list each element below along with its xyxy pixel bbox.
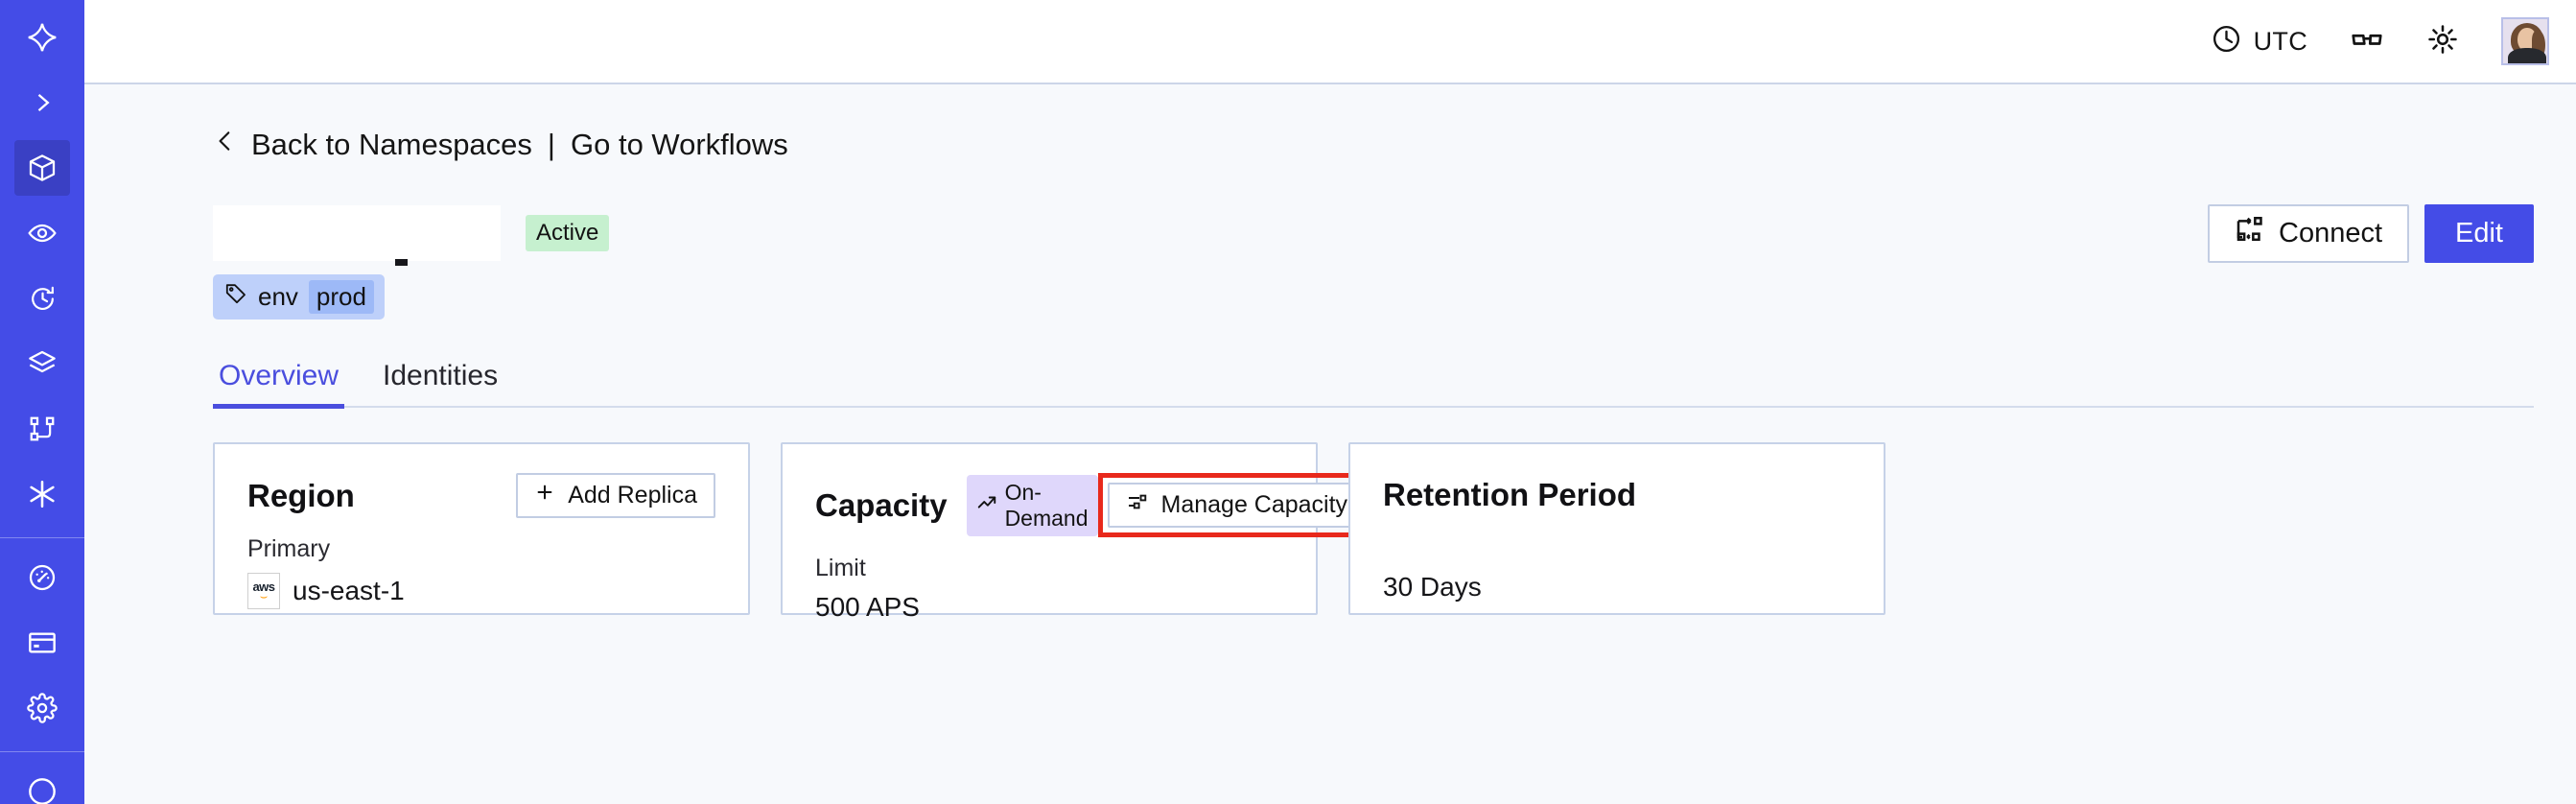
sidebar-item-billing[interactable] [14,615,70,671]
main-content: Back to Namespaces | Go to Workflows Act… [84,86,2576,804]
namespace-tags: env prod [213,274,2534,319]
tab-bar: Overview Identities [213,360,2534,409]
timezone-label: UTC [2253,26,2307,56]
capacity-mode-label: On-Demand [1004,479,1089,531]
cube-icon [27,153,58,183]
card-region: Region Add Replica Primary [213,442,750,615]
timezone-selector[interactable]: UTC [2211,23,2307,59]
sidebar-item-usage[interactable] [14,550,70,605]
overview-cards: Region Add Replica Primary [213,442,2534,622]
trending-up-icon [976,492,997,519]
credit-card-icon [27,627,58,658]
breadcrumb-back-link[interactable]: Back to Namespaces [251,128,532,161]
card-retention-value: 30 Days [1383,572,1482,602]
manage-capacity-button[interactable]: Manage Capacity [1107,483,1367,528]
card-capacity-title: Capacity [815,486,948,523]
sidebar-item-namespaces[interactable] [14,140,70,196]
sidebar-item-workers[interactable] [14,336,70,391]
capacity-mode-badge: On-Demand [966,474,1098,536]
reading-mode-button[interactable] [2350,22,2384,61]
card-region-label: Primary [247,535,331,562]
eye-icon [27,218,58,248]
connect-icon [2235,214,2265,252]
breadcrumb-separator: | [547,128,555,161]
git-branch-icon [28,414,57,443]
user-avatar[interactable] [2501,17,2549,65]
gauge-icon [27,562,58,593]
tag-chip-env[interactable]: env prod [213,274,385,319]
card-retention-spacer [1383,534,1851,562]
sidebar-item-schedules[interactable] [14,271,70,326]
sidebar-item-settings[interactable] [14,680,70,736]
edit-button[interactable]: Edit [2424,203,2534,263]
card-region-value: us-east-1 [293,576,405,605]
card-capacity-label: Limit [815,555,866,581]
plus-icon [534,482,555,509]
sidebar-item-workflows[interactable] [14,401,70,457]
add-replica-button[interactable]: Add Replica [516,473,715,518]
sidebar-item-nexus[interactable] [14,466,70,522]
card-region-header: Region Add Replica [247,473,715,518]
top-bar: UTC [84,0,2576,84]
sidebar-item-logo[interactable] [14,10,70,65]
card-region-action: Add Replica [516,473,715,518]
annotation-highlight-box: Manage Capacity [1097,473,1376,537]
header-actions: Connect Edit [2208,203,2534,263]
card-retention: Retention Period 30 Days [1348,442,1885,615]
manage-capacity-label: Manage Capacity [1160,491,1348,518]
card-capacity-action: Manage Capacity [1097,473,1376,537]
breadcrumb: Back to Namespaces | Go to Workflows [213,125,2534,165]
card-capacity-header: Capacity On-Demand [815,473,1376,537]
sun-icon [2426,23,2459,60]
theme-toggle-button[interactable] [2426,23,2459,60]
card-retention-title: Retention Period [1383,477,1637,512]
glasses-icon [2350,22,2384,61]
tag-icon [224,282,247,312]
clock-icon [2211,23,2242,59]
sidebar-item-help[interactable] [14,764,70,804]
card-region-title: Region [247,477,355,513]
history-clock-icon [28,284,58,314]
asterisk-icon [26,478,59,510]
status-badge: Active [526,215,610,251]
breadcrumb-workflows-link[interactable]: Go to Workflows [570,128,788,161]
tag-key: env [258,282,298,311]
aws-logo-text: aws [252,579,275,594]
layers-icon [27,348,58,379]
card-capacity: Capacity On-Demand [781,442,1376,622]
sidebar [0,0,84,804]
gear-icon [27,693,58,723]
chevron-left-icon[interactable] [213,125,238,165]
avatar-body [2508,48,2546,63]
sidebar-item-observability[interactable] [14,205,70,261]
help-circle-icon [27,776,58,804]
tag-value: prod [308,280,374,314]
card-retention-header: Retention Period [1383,473,1851,517]
tab-overview[interactable]: Overview [213,360,345,409]
card-region-value-row: aws ⌣ us-east-1 [247,573,715,609]
add-replica-label: Add Replica [568,482,697,508]
tab-identities[interactable]: Identities [383,360,499,391]
edit-button-label: Edit [2455,217,2503,248]
connect-button-label: Connect [2279,217,2383,248]
connect-button[interactable]: Connect [2208,203,2410,263]
sliders-icon [1126,490,1149,520]
sidebar-divider-bottom [0,751,84,752]
aws-logo-icon: aws ⌣ [247,573,280,609]
aws-logo-smile: ⌣ [259,588,269,603]
temporal-logo-icon [26,21,59,54]
namespace-title-row: Active Connect [213,203,2534,266]
sidebar-item-expand[interactable] [14,75,70,130]
chevron-right-icon [29,89,56,116]
namespace-name-redacted [213,205,501,266]
card-capacity-value: 500 APS [815,592,920,622]
sidebar-divider-top [0,537,84,538]
